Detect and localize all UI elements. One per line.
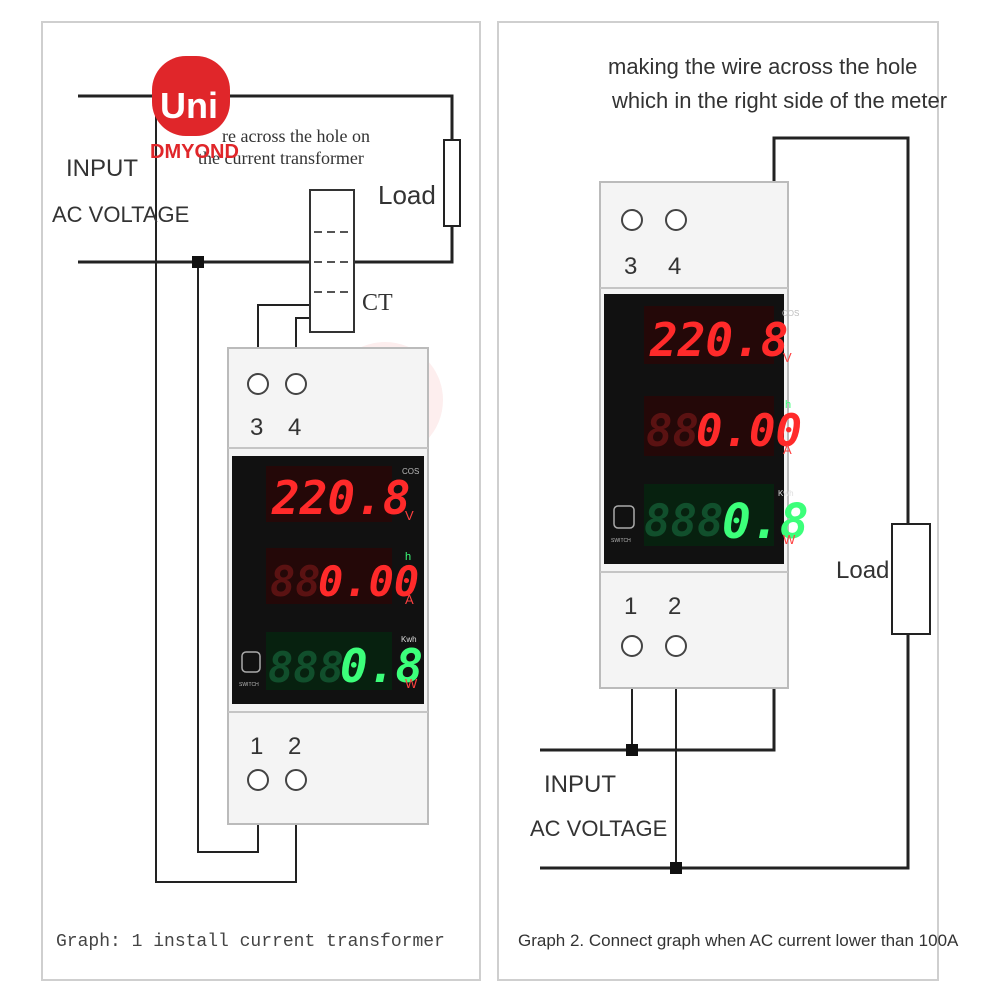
graph2-unit-h: h (785, 399, 791, 411)
graph1-unit-kwh: Kwh (401, 635, 417, 644)
graph2-load-resistor (891, 523, 931, 635)
graph2-terminal-1 (621, 635, 643, 657)
graph1-unit-w: W (405, 676, 418, 691)
graph2-terminal-3-label: 3 (624, 253, 637, 280)
graph1-ct-label: CT (362, 290, 393, 316)
graph2-switch-button[interactable] (613, 505, 635, 529)
graph2-junction-2 (670, 862, 682, 874)
graph2-cos-label: COS (782, 309, 799, 318)
graph2-unit-kwh: Kwh (778, 489, 794, 498)
graph2-meter: 3 4 1 2 220.8 COS V 88 0.00 h A 888 0.8 … (599, 181, 809, 689)
graph1-current-dim: 88 (270, 557, 321, 606)
graph2-current-dim: 88 (646, 406, 699, 457)
graph1-load-label: Load (378, 180, 436, 210)
graph2-input-label: INPUT (544, 771, 616, 798)
graph1-terminal-3 (247, 373, 269, 395)
brand-logo: Uni DMYOND (150, 56, 239, 163)
graph1-input-label: INPUT (66, 155, 138, 182)
logo-text: DMYOND (150, 141, 239, 163)
graph1-switch-button[interactable] (241, 651, 261, 673)
graph1-terminal-2-label: 2 (288, 733, 301, 760)
graph1-terminal-2 (285, 769, 307, 791)
graph1-current-readout: 0.00 (318, 557, 419, 606)
graph2-terminal-2 (665, 635, 687, 657)
graph2-terminal-1-label: 1 (624, 593, 637, 620)
graph1-terminal-1 (247, 769, 269, 791)
graph1-junction (192, 256, 204, 268)
graph2-terminal-3 (621, 209, 643, 231)
graph1-cos-label: COS (402, 467, 419, 476)
graph2-junction-1 (626, 744, 638, 756)
graph2-unit-v: V (783, 350, 792, 365)
graph1-note-line-2: the current transformer (198, 148, 364, 168)
graph2-unit-a: A (783, 442, 792, 457)
graph2-terminal-4-label: 4 (668, 253, 681, 280)
graph1-switch-label: SWITCH (239, 682, 259, 688)
graph2-header-line-1: making the wire across the hole (608, 54, 917, 79)
graph2-header-line-2: which in the right side of the meter (611, 88, 947, 113)
graph2-switch-label: SWITCH (611, 538, 631, 544)
graph1-voltage-readout: 220.8 (271, 471, 410, 525)
graph2-voltage-readout: 220.8 (649, 313, 788, 367)
graph1-unit-a: A (405, 592, 414, 607)
graph2-terminal-4 (665, 209, 687, 231)
graph1-terminal-3-label: 3 (250, 414, 263, 441)
graph1-power-dim: 888 (268, 643, 344, 692)
graph2-unit-w: W (783, 532, 796, 547)
graph1-unit-v: V (405, 508, 414, 523)
graph2-current-readout: 0.00 (696, 406, 802, 457)
graph1-terminal-4 (285, 373, 307, 395)
graph2-power-dim: 888 (644, 496, 723, 547)
graph1-terminal-1-label: 1 (250, 733, 263, 760)
graph1-caption: Graph: 1 install current transformer (56, 932, 445, 952)
graph1-power-readout: 0.8 (340, 639, 423, 693)
graph2-terminal-2-label: 2 (668, 593, 681, 620)
graph1-meter: 3 4 1 2 220.8 COS V 88 0.00 h A 888 0.8 … (227, 347, 429, 825)
graph2-ac-voltage-label: AC VOLTAGE (530, 816, 667, 841)
graph2-caption: Graph 2. Connect graph when AC current l… (518, 931, 959, 950)
graph1-terminal-4-label: 4 (288, 414, 301, 441)
graph1-ac-voltage-label: AC VOLTAGE (52, 202, 189, 227)
graph1-note-line-1: re across the hole on (222, 126, 370, 146)
logo-mark: Uni (160, 85, 218, 126)
graph2-wires (540, 136, 910, 870)
graph2-power-readout: 0.8 (722, 494, 809, 550)
graph1-load-resistor (443, 139, 461, 227)
graph2-load-label: Load (836, 557, 889, 584)
graph1-unit-h: h (405, 551, 411, 563)
